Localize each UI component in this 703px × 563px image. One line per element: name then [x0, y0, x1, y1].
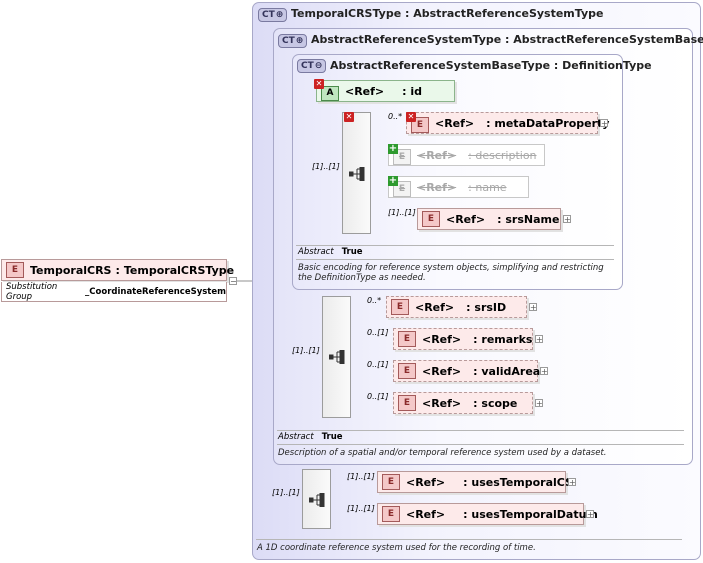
divider — [277, 444, 684, 445]
element-name: : scope — [473, 396, 518, 410]
collapse-icon[interactable]: ⊕ — [295, 36, 304, 46]
ref-label: <Ref> — [415, 300, 455, 314]
element-badge: E — [382, 474, 400, 490]
element-name: : description — [468, 148, 537, 162]
element-validarea[interactable]: E <Ref> : validArea — [393, 360, 541, 382]
removed-icon: ✕ — [344, 112, 354, 122]
mid-ct-documentation: Description of a spatial and/or temporal… — [278, 448, 607, 458]
divider — [296, 259, 614, 260]
sequence-icon — [309, 493, 325, 507]
inner-ct-documentation: Basic encoding for reference system obje… — [298, 263, 604, 283]
sequence-compositor-mid[interactable] — [322, 296, 351, 418]
sequence-cardinality: [1]..[1] — [312, 162, 340, 171]
collapse-icon[interactable]: − — [229, 277, 237, 286]
element-badge: E — [382, 506, 400, 522]
collapse-icon[interactable]: ⊕ — [275, 10, 284, 20]
ref-label: <Ref> — [422, 396, 462, 410]
element-badge: E — [6, 262, 24, 278]
expand-icon[interactable]: + — [540, 367, 548, 376]
attribute-badge: A — [321, 85, 339, 101]
sequence-compositor-outer[interactable] — [302, 469, 331, 529]
element-name: : metaDataProperty — [486, 116, 610, 130]
element-description[interactable]: + E <Ref> : description — [388, 144, 545, 166]
expand-icon[interactable]: + — [535, 399, 543, 408]
substitution-group-label: Substitution Group — [6, 281, 58, 302]
attribute-name: : id — [402, 84, 423, 98]
expand-icon[interactable]: + — [568, 478, 576, 487]
removed-icon: ✕ — [406, 112, 416, 122]
complex-type-badge-inner: CT⊖ — [297, 59, 327, 73]
outer-ct-title: TemporalCRSType : AbstractReferenceSyste… — [291, 7, 604, 20]
expand-icon[interactable]: + — [600, 119, 608, 128]
sequence-icon — [329, 350, 345, 364]
element-badge: E — [398, 363, 416, 379]
collapse-icon[interactable]: ⊖ — [314, 61, 323, 71]
element-name: : usesTemporalDatum — [463, 507, 598, 521]
element-remarks[interactable]: E <Ref> : remarks — [393, 328, 533, 350]
element-name: : remarks — [473, 332, 533, 346]
expand-icon[interactable]: + — [535, 335, 543, 344]
complex-type-badge-mid: CT⊕ — [278, 34, 308, 48]
ref-label: <Ref> — [406, 507, 446, 521]
element-badge: E — [422, 211, 440, 227]
element-cardinality: 0..* — [367, 296, 382, 305]
added-icon: + — [388, 143, 398, 154]
element-srsname[interactable]: E <Ref> : srsName — [417, 208, 561, 230]
element-cardinality: 0..* — [388, 112, 403, 121]
inner-ct-title: AbstractReferenceSystemBaseType : Defini… — [330, 59, 652, 72]
ref-label: <Ref> — [345, 84, 385, 98]
ref-label: <Ref> — [417, 180, 457, 194]
element-usestemporalcs[interactable]: E <Ref> : usesTemporalCS — [377, 471, 573, 493]
complex-type-badge-outer: CT⊕ — [258, 8, 288, 22]
root-element-type: TemporalCRSType — [123, 263, 235, 277]
divider — [277, 430, 684, 431]
ref-label: <Ref> — [417, 148, 457, 162]
sequence-cardinality: [1]..[1] — [292, 346, 320, 355]
element-name: : srsName — [497, 212, 560, 226]
element-name: : validArea — [473, 364, 541, 378]
expand-icon[interactable]: + — [563, 215, 571, 224]
sequence-icon — [349, 167, 365, 181]
sequence-compositor-inner[interactable]: ✕ — [342, 112, 371, 234]
element-badge: E — [391, 299, 409, 315]
element-cardinality: 0..[1] — [367, 328, 389, 337]
element-cardinality: [1]..[1] — [347, 504, 375, 513]
element-badge: E — [398, 395, 416, 411]
element-cardinality: 0..[1] — [367, 360, 389, 369]
sequence-cardinality: [1]..[1] — [272, 488, 300, 497]
divider — [256, 539, 682, 540]
element-name: : usesTemporalCS — [463, 475, 573, 489]
attribute-id[interactable]: ✕ A <Ref> : id — [314, 79, 455, 102]
ref-label: <Ref> — [435, 116, 475, 130]
substitution-group-row: Substitution Group _CoordinateReferenceS… — [1, 282, 227, 302]
ref-label: <Ref> — [422, 364, 462, 378]
removed-icon: ✕ — [314, 79, 324, 89]
mid-ct-title: AbstractReferenceSystemType : AbstractRe… — [311, 33, 703, 46]
divider — [296, 245, 614, 246]
element-cardinality: [1]..[1] — [347, 472, 375, 481]
type-separator: : — [115, 263, 120, 277]
element-metadataproperty[interactable]: ✕ E <Ref> : metaDataProperty — [406, 112, 609, 134]
added-icon: + — [388, 175, 398, 186]
element-name: : srsID — [466, 300, 507, 314]
expand-icon[interactable]: + — [586, 510, 594, 519]
element-cardinality: 0..[1] — [367, 392, 389, 401]
element-usestemporaldatum[interactable]: E <Ref> : usesTemporalDatum — [377, 503, 598, 525]
element-scope[interactable]: E <Ref> : scope — [393, 392, 533, 414]
element-name-removed[interactable]: + E <Ref> : name — [388, 176, 529, 198]
expand-icon[interactable]: + — [529, 303, 537, 312]
outer-ct-documentation: A 1D coordinate reference system used fo… — [257, 543, 536, 553]
ref-label: <Ref> — [446, 212, 486, 226]
ref-label: <Ref> — [406, 475, 446, 489]
element-name: : name — [468, 180, 507, 194]
element-srsid[interactable]: E <Ref> : srsID — [386, 296, 527, 318]
element-cardinality: [1]..[1] — [388, 208, 416, 217]
element-badge: E — [398, 331, 416, 347]
root-element-name: TemporalCRS — [30, 263, 112, 277]
ref-label: <Ref> — [422, 332, 462, 346]
root-element-temporalcrs[interactable]: E TemporalCRS : TemporalCRSType — [1, 259, 234, 281]
substitution-group-value: _CoordinateReferenceSystem — [85, 286, 226, 297]
